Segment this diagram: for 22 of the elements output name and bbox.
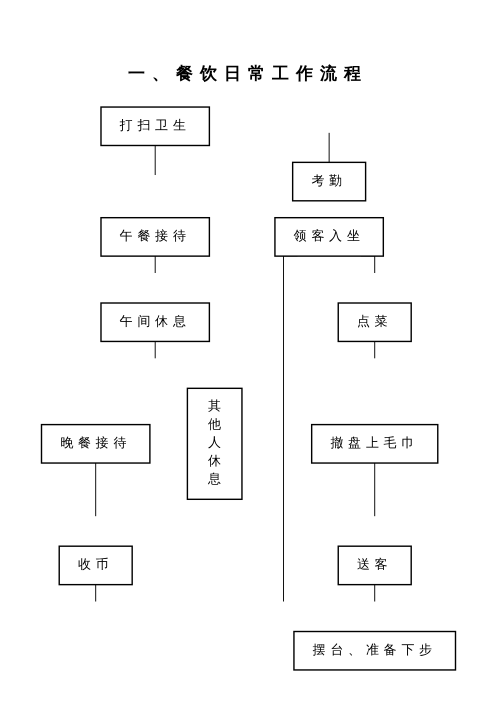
connector — [154, 340, 156, 359]
node-box: 打扫卫生 — [100, 106, 210, 146]
node-box: 午餐接待 — [100, 216, 210, 257]
node-box: 其他人休息 — [186, 388, 242, 500]
connector — [154, 145, 156, 176]
connector — [374, 340, 375, 359]
connector — [94, 584, 96, 602]
connector — [94, 462, 96, 517]
node-box: 撤盘上毛巾 — [310, 424, 438, 464]
node-box: 送客 — [337, 545, 412, 586]
node-box: 摆台、准备下步 — [292, 630, 456, 671]
node-box: 考勤 — [291, 162, 366, 202]
node-box: 晚餐接待 — [40, 424, 150, 464]
connector — [328, 132, 330, 163]
connector — [374, 462, 375, 517]
connector — [374, 584, 375, 602]
node-box: 点菜 — [337, 302, 412, 342]
title: 一、餐饮日常工作流程 — [128, 63, 368, 85]
node-box: 午间休息 — [100, 302, 210, 342]
node-box: 收币 — [58, 545, 132, 586]
connector — [154, 256, 156, 274]
node-box: 领客入坐 — [274, 216, 384, 257]
